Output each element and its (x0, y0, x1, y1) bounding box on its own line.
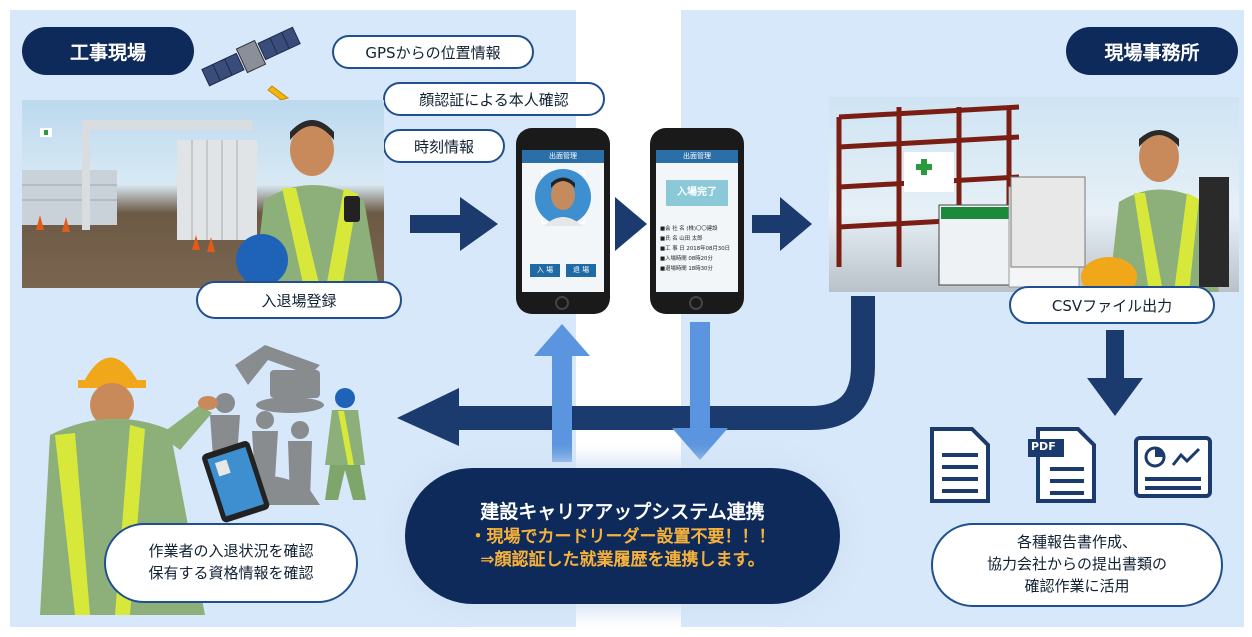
document-icon (930, 427, 990, 503)
home-button-icon (689, 296, 703, 310)
phone-entry-complete: 出面管理 入場完了 ■会 社 名 (株)〇〇建設 ■氏 名 山田 太郎 ■工 事… (650, 128, 744, 314)
return-arrow-icon (397, 296, 875, 446)
ccus-title: 建設キャリアアップシステム連携 (480, 501, 765, 524)
worker-check-label: 作業者の入退状況を確認 保有する資格情報を確認 (104, 523, 358, 603)
phone2-row: ■会 社 名 (株)〇〇建設 (660, 226, 718, 232)
ccus-line3: ⇒顔認証した就業履歴を連携します。 (480, 549, 765, 570)
pdf-file-icon: PDF (1028, 425, 1098, 505)
worker-check-line2: 保有する資格情報を確認 (148, 564, 314, 582)
reports-line3: 確認作業に活用 (1024, 576, 1130, 595)
reports-label: 各種報告書作成、 協力会社からの提出書類の 確認作業に活用 (931, 523, 1223, 607)
arrow-down-light-icon (672, 322, 728, 460)
arrow-right-icon (410, 197, 498, 251)
office-title: 現場事務所 (1066, 27, 1238, 75)
csv-output-label: CSVファイル出力 (1009, 286, 1215, 324)
ccus-line2: ・現場でカードリーダー設置不要！！！ (469, 526, 776, 547)
pdf-label: PDF (1031, 440, 1056, 453)
face-scan-icon (535, 169, 591, 226)
face-auth-pill: 顔認証による本人確認 (383, 82, 605, 116)
ccus-integration-box: 建設キャリアアップシステム連携 ・現場でカードリーダー設置不要！！！ ⇒顔認証し… (405, 468, 840, 604)
phone2-status: 入場完了 (666, 180, 728, 206)
time-pill: 時刻情報 (383, 129, 505, 163)
office-photo (829, 97, 1239, 292)
phone1-title: 出面管理 (522, 150, 604, 163)
arrow-right-icon (615, 197, 647, 251)
phone2-row: ■入場時間 08時20分 (660, 256, 713, 262)
entry-exit-label: 入退場登録 (196, 281, 402, 319)
arrow-up-light-icon (534, 324, 590, 462)
phone2-row: ■工 事 日 2018年08月30日 (660, 246, 731, 252)
arrow-down-icon (1087, 330, 1143, 416)
site-title: 工事現場 (22, 27, 194, 75)
phone1-in-button[interactable]: 入 場 (530, 264, 560, 277)
phone2-title: 出面管理 (656, 150, 738, 163)
worker-check-line1: 作業者の入退状況を確認 (148, 542, 314, 561)
site-photo (22, 100, 384, 288)
gps-pill: GPSからの位置情報 (332, 35, 534, 69)
phone2-details: ■会 社 名 (株)〇〇建設 ■氏 名 山田 太郎 ■工 事 日 2018年08… (660, 224, 730, 274)
phone2-row: ■退場時間 18時30分 (660, 266, 713, 272)
satellite-icon (201, 26, 301, 115)
home-button-icon (555, 296, 569, 310)
phone-face-auth: 出面管理 入 場 退 場 (516, 128, 610, 314)
phone2-row: ■氏 名 山田 太郎 (660, 236, 703, 242)
report-chart-icon (1134, 436, 1212, 498)
reports-line1: 各種報告書作成、 (1016, 533, 1137, 552)
phone1-out-button[interactable]: 退 場 (566, 264, 596, 277)
arrow-right-icon (752, 197, 812, 251)
reports-line2: 協力会社からの提出書類の (986, 555, 1167, 574)
